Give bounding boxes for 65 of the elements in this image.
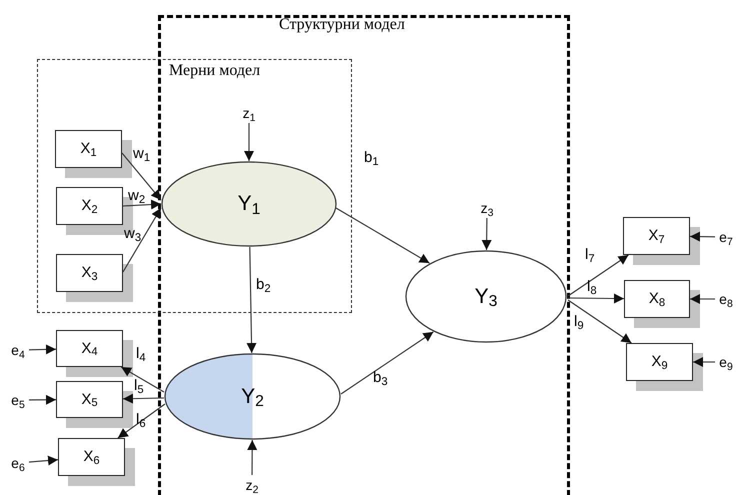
arrow bbox=[122, 394, 164, 404]
arrow bbox=[120, 366, 164, 392]
variable-label: X$_{4}$ bbox=[81, 338, 98, 358]
edge-label: l$_{5}$ bbox=[134, 378, 144, 394]
edge-label: l$_{4}$ bbox=[136, 346, 146, 362]
arrow bbox=[568, 254, 629, 296]
error-term-label: z$_{3}$ bbox=[477, 199, 497, 217]
arrow bbox=[568, 294, 624, 304]
error-term-label: e$_{6}$ bbox=[8, 453, 28, 473]
edge-label: l$_{9}$ bbox=[574, 314, 584, 330]
arrow bbox=[246, 246, 257, 354]
edge-label: w$_{1}$ bbox=[133, 146, 150, 162]
arrow bbox=[118, 404, 166, 438]
edge-label: w$_{3}$ bbox=[124, 226, 142, 242]
edge-label: l$_{8}$ bbox=[587, 279, 597, 295]
variable-label: X$_{8}$ bbox=[648, 289, 666, 309]
indicator-box bbox=[56, 254, 123, 292]
arrow bbox=[693, 357, 715, 367]
arrow bbox=[482, 218, 492, 250]
indicator-box bbox=[55, 130, 122, 168]
edge-label: l$_{7}$ bbox=[585, 247, 595, 263]
frame-title: Структурни модел bbox=[279, 15, 405, 35]
variable-label: X$_{9}$ bbox=[651, 352, 668, 372]
error-term-label: e$_{4}$ bbox=[8, 340, 28, 360]
error-term-label: z$_{1}$ bbox=[239, 104, 259, 122]
arrow bbox=[122, 200, 162, 210]
arrow bbox=[122, 152, 162, 200]
edge-label: b$_{1}$ bbox=[364, 150, 379, 166]
arrow bbox=[28, 344, 56, 354]
indicator-box bbox=[56, 381, 123, 418]
arrow bbox=[690, 294, 715, 304]
indicator-box bbox=[623, 217, 690, 255]
arrow bbox=[690, 232, 715, 242]
error-term-label: e$_{9}$ bbox=[716, 352, 736, 372]
variable-label: X$_{5}$ bbox=[81, 390, 98, 410]
variable-label: X$_{6}$ bbox=[83, 447, 100, 467]
arrow bbox=[28, 456, 58, 466]
indicator-box bbox=[56, 330, 123, 367]
edge-label: l$_{6}$ bbox=[136, 412, 146, 428]
arrow bbox=[247, 440, 258, 475]
error-term-label: e$_{7}$ bbox=[716, 227, 736, 247]
latent-label: Y$_{1}$ bbox=[238, 192, 260, 216]
arrow bbox=[336, 208, 430, 264]
arrow bbox=[244, 123, 254, 161]
variable-label: X$_{7}$ bbox=[648, 226, 665, 246]
indicator-box bbox=[58, 438, 125, 476]
edge-label: w$_{2}$ bbox=[128, 188, 146, 204]
indicator-box bbox=[624, 280, 690, 318]
indicator-box bbox=[56, 187, 123, 225]
arrow bbox=[340, 331, 434, 394]
variable-label: X$_{3}$ bbox=[81, 263, 98, 283]
variable-label: X$_{1}$ bbox=[80, 139, 97, 159]
frame-title: Мерни модел bbox=[169, 61, 260, 81]
error-term-label: e$_{8}$ bbox=[716, 289, 736, 309]
latent-label: Y$_{3}$ bbox=[474, 284, 498, 308]
latent-label: Y$_{2}$ bbox=[241, 384, 264, 408]
edge-label: b$_{3}$ bbox=[373, 370, 388, 386]
error-term-label: z$_{2}$ bbox=[242, 476, 262, 494]
edge-label: b$_{2}$ bbox=[256, 277, 271, 293]
arrow bbox=[122, 208, 162, 272]
arrow bbox=[568, 300, 632, 344]
variable-label: X$_{2}$ bbox=[81, 196, 98, 216]
indicator-box bbox=[626, 343, 693, 381]
arrow bbox=[29, 394, 56, 405]
error-term-label: e$_{5}$ bbox=[8, 390, 28, 410]
